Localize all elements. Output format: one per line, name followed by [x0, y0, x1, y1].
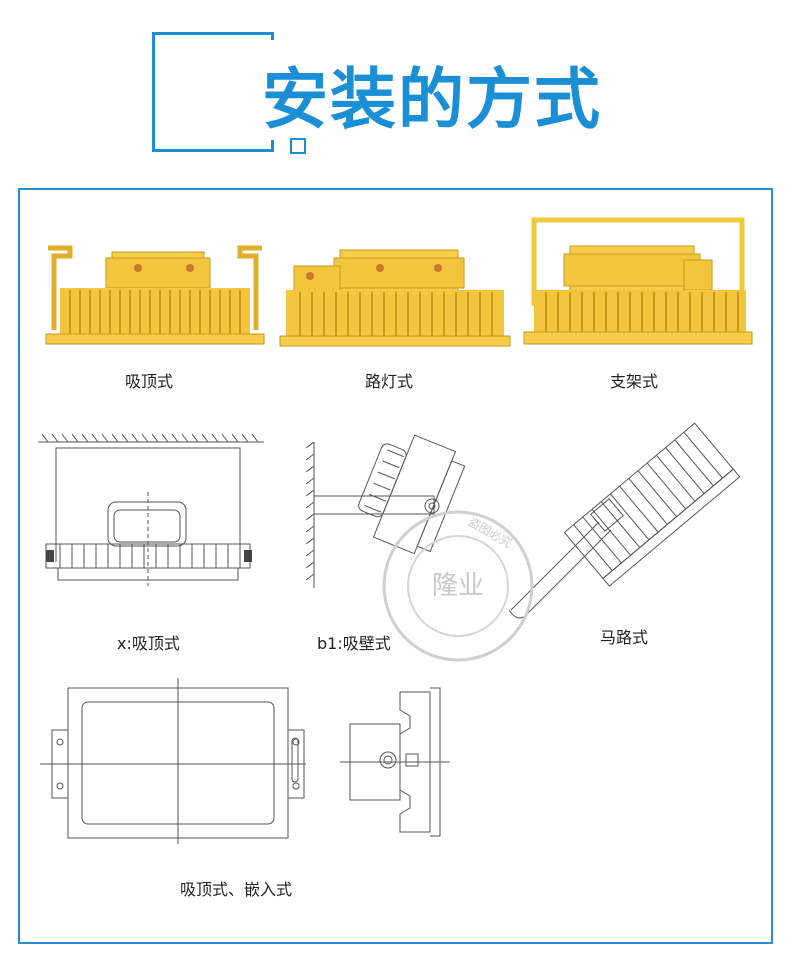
side-dimension-drawing [340, 687, 450, 837]
page-title: 安装的方式 [262, 61, 602, 138]
front-dimension-drawing [40, 678, 306, 844]
pole-mount-drawing [508, 422, 741, 619]
dimension-drawing-caption: 吸顶式、嵌入式 [180, 880, 293, 899]
street-light-photo [279, 249, 511, 347]
watermark-text: 隆业 [432, 571, 484, 601]
header-frame-gap [268, 40, 280, 140]
header-frame [152, 32, 274, 152]
ceiling-drawing-caption: x:吸顶式 [117, 634, 180, 653]
wall-mount-drawing [305, 434, 466, 588]
header-square-icon [290, 138, 306, 154]
watermark-seal: 隆业 盗图必究 [382, 510, 534, 662]
ceiling-mount-photo [45, 245, 265, 345]
bracket-mount-photo [523, 217, 753, 345]
ceiling-mount-drawing [38, 433, 264, 586]
bracket-mount-caption: 支架式 [610, 372, 659, 391]
wall-drawing-caption: b1:吸壁式 [317, 634, 391, 653]
ceiling-mount-caption: 吸顶式 [125, 372, 174, 391]
pole-drawing-caption: 马路式 [600, 628, 649, 647]
content-frame [18, 188, 773, 944]
street-light-caption: 路灯式 [365, 372, 414, 391]
